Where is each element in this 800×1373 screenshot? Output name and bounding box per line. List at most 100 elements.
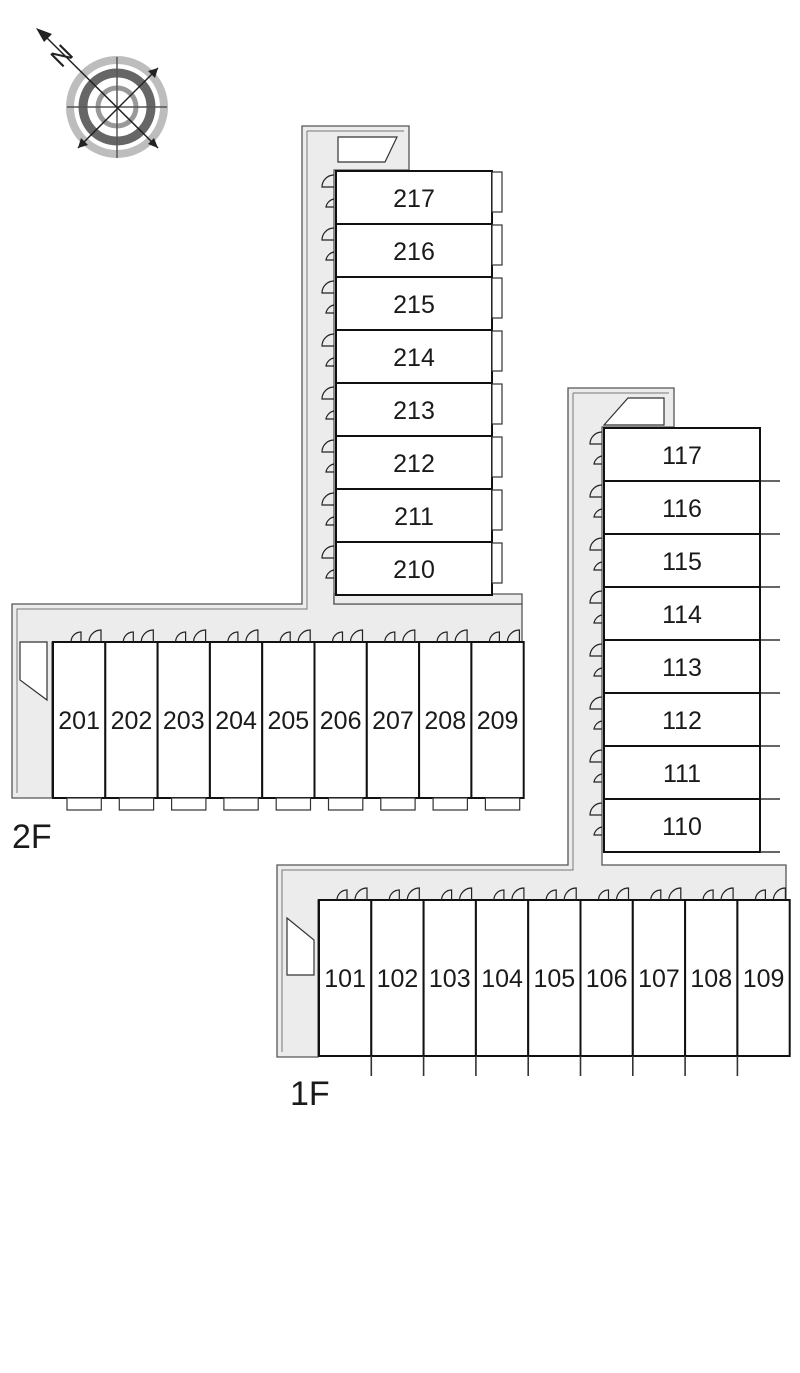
balcony [484,797,521,811]
unit-label: 203 [163,707,205,735]
door-icon [70,631,82,643]
unit-110: 110 [589,798,780,853]
balcony [432,797,469,811]
door-icon [325,304,335,314]
balcony [491,489,503,531]
door-icon [593,826,603,836]
door-icon [720,887,734,901]
door-icon [354,887,368,901]
door-icon [325,569,335,579]
door-icon [321,174,335,188]
door-icon [493,889,505,901]
door-icon [593,667,603,677]
unit-label: 110 [662,813,702,841]
door-icon [122,631,134,643]
door-icon [388,889,400,901]
door-icon [593,561,603,571]
door-icon [88,629,102,643]
unit-113: 113 [589,639,780,694]
unit-210: 210 [321,541,503,596]
unit-206: 206 [313,629,368,811]
unit-label: 102 [377,965,419,993]
unit-label: 201 [58,707,100,735]
balcony [491,224,503,266]
door-icon [454,629,468,643]
door-icon [325,410,335,420]
unit-label: 117 [662,442,702,470]
balcony [491,277,503,319]
door-icon [325,357,335,367]
unit-203: 203 [156,629,211,811]
door-icon [593,455,603,465]
door-icon [321,227,335,241]
door-icon [321,492,335,506]
unit-108: 108 [684,887,739,1076]
unit-107: 107 [631,887,687,1076]
door-icon [593,614,603,624]
unit-109: 109 [736,887,791,1076]
unit-label: 107 [638,965,680,993]
door-icon [589,431,603,445]
door-icon [325,463,335,473]
door-icon [245,629,259,643]
compass-icon: N [36,28,168,158]
door-icon [436,631,448,643]
unit-112: 112 [589,692,780,747]
unit-208: 208 [418,629,473,811]
unit-116: 116 [589,480,780,535]
unit-105: 105 [527,887,582,1076]
door-icon [545,889,557,901]
unit-label: 217 [393,185,435,213]
door-icon [589,802,603,816]
balcony [380,797,416,811]
unit-label: 214 [393,344,435,372]
door-icon [325,251,335,261]
balcony [275,797,312,811]
unit-102: 102 [370,887,425,1076]
unit-label: 211 [394,503,434,531]
door-icon [331,631,344,643]
door-icon [589,749,603,763]
balcony [118,797,155,811]
door-icon [325,516,335,526]
door-icon [193,629,207,643]
unit-103: 103 [422,887,477,1076]
door-icon [321,280,335,294]
unit-label: 213 [393,397,435,425]
unit-111: 111 [589,745,780,800]
door-icon [297,629,311,643]
unit-117: 117 [589,427,780,482]
unit-label: 205 [267,707,309,735]
unit-215: 215 [321,276,503,331]
door-icon [175,631,187,643]
door-icon [321,545,335,559]
door-icon [511,887,525,901]
door-icon [593,720,603,730]
unit-205: 205 [261,629,316,811]
unit-label: 210 [393,556,435,584]
unit-104: 104 [474,887,530,1076]
unit-label: 204 [215,707,257,735]
door-icon [615,887,630,901]
unit-label: 208 [424,707,466,735]
door-icon [406,887,420,901]
unit-217: 217 [321,170,503,225]
door-icon [589,484,603,498]
stair-2f-left [19,641,48,702]
unit-label: 112 [662,707,702,735]
door-icon [384,631,396,643]
unit-label: 215 [393,291,435,319]
door-icon [459,887,473,901]
unit-label: 115 [662,548,702,576]
door-icon [349,629,364,643]
stair-1f-top [602,397,665,426]
unit-label: 212 [393,450,435,478]
unit-106: 106 [579,887,634,1076]
unit-label: 103 [429,965,471,993]
unit-label: 202 [111,707,153,735]
balcony [171,797,207,811]
